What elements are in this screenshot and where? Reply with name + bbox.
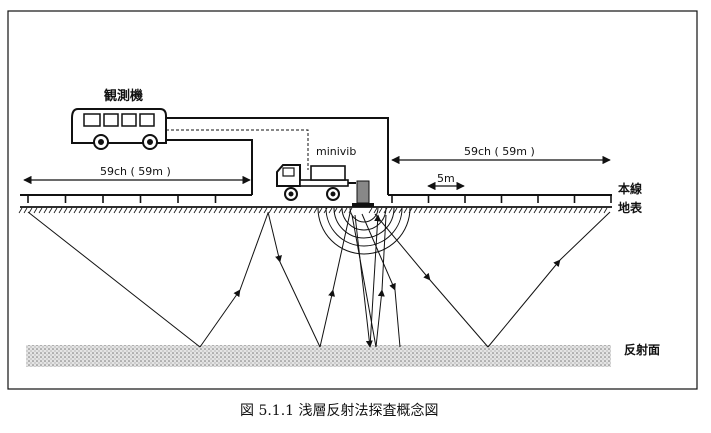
ray-segment bbox=[354, 214, 373, 348]
cable bbox=[166, 117, 389, 195]
receiver-spread-left bbox=[20, 194, 252, 203]
reflector-layer bbox=[26, 345, 611, 367]
trigger-cable bbox=[166, 129, 309, 170]
wavefronts bbox=[317, 207, 411, 255]
ray-segment bbox=[559, 211, 611, 261]
ground-surface bbox=[18, 206, 612, 214]
ray-segment bbox=[374, 213, 431, 281]
ray-segment bbox=[351, 214, 377, 348]
ray-segment bbox=[267, 211, 282, 263]
ray-segment bbox=[361, 213, 396, 291]
spread-right-label: 59ch ( 59m ) bbox=[464, 145, 535, 158]
recording-bus-icon bbox=[71, 108, 167, 150]
ray-segment bbox=[394, 289, 401, 348]
ray-segment bbox=[369, 279, 375, 348]
observer-label: 観測機 bbox=[103, 88, 143, 104]
vibrator-source-icon bbox=[352, 180, 374, 207]
receiver-spread-right bbox=[388, 194, 612, 203]
ray-segment bbox=[381, 214, 387, 291]
ray-segment bbox=[375, 289, 385, 348]
minivib-truck-icon bbox=[276, 164, 356, 201]
ray-segment bbox=[199, 289, 241, 348]
diagram-frame bbox=[7, 10, 698, 390]
ray-segment bbox=[319, 289, 336, 348]
ray-paths bbox=[27, 211, 611, 348]
ray-segment bbox=[27, 211, 201, 348]
ray-segment bbox=[279, 261, 321, 348]
minivib-label: minivib bbox=[316, 145, 356, 158]
ray-segment bbox=[373, 214, 382, 281]
ray-segment bbox=[332, 212, 351, 291]
ray-segment bbox=[487, 259, 561, 348]
ray-segment bbox=[429, 279, 489, 348]
ray-segment bbox=[239, 212, 269, 291]
reflector-label: 反射面 bbox=[624, 342, 660, 357]
spread-left-label: 59ch ( 59m ) bbox=[100, 165, 171, 178]
ground-surface-label: 地表 bbox=[618, 200, 643, 215]
spacing-label: 5m bbox=[437, 172, 455, 185]
figure-caption: 図 5.1.1 浅層反射法探査概念図 bbox=[240, 402, 439, 419]
main-line-label: 本線 bbox=[618, 181, 642, 196]
